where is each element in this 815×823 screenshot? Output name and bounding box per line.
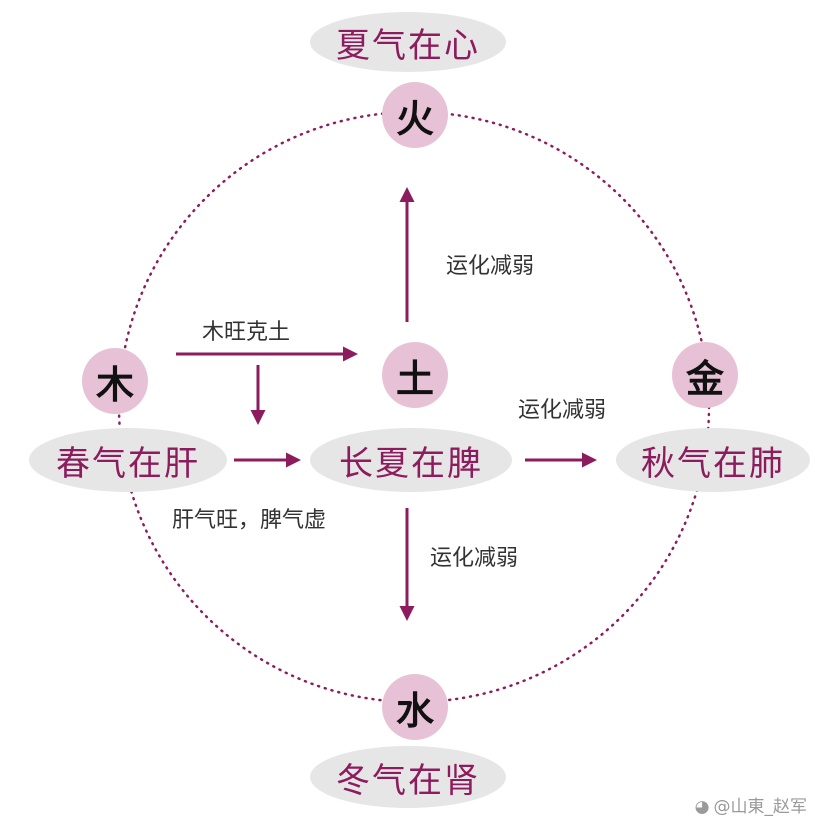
label-weakened-up: 运化减弱 [446,254,535,279]
element-wood: 木 [82,348,148,414]
oval-winter-kidney: 冬气在肾 [310,746,506,808]
oval-autumn-lung: 秋气在肺 [616,428,810,492]
label-wood-restrains-earth: 木旺克土 [202,320,291,345]
oval-spring-liver: 春气在肝 [29,428,227,492]
element-metal: 金 [672,342,738,408]
watermark: ◕@山東_赵军 [695,792,807,817]
label-weakened-down: 运化减弱 [430,546,519,571]
oval-summer-heart: 夏气在心 [310,12,506,72]
label-liver-spleen: 肝气旺，脾气虚 [172,508,327,533]
weibo-icon: ◕ [694,797,710,817]
element-fire: 火 [382,82,448,148]
element-earth: 土 [382,342,448,408]
element-water: 水 [382,674,448,740]
label-weakened-right: 运化减弱 [518,398,607,423]
watermark-text: @山東_赵军 [713,797,808,817]
oval-latesummer-spleen: 长夏在脾 [310,428,512,492]
